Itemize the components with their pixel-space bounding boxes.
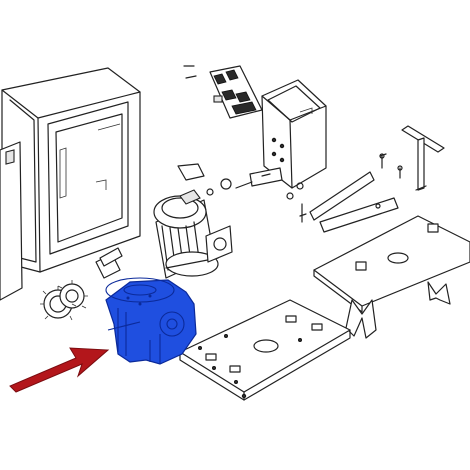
pointer-arrow xyxy=(9,347,110,393)
foundation-plate xyxy=(313,215,470,339)
screws xyxy=(379,153,403,179)
base-plate xyxy=(179,299,351,401)
electric-motor xyxy=(153,163,253,279)
release-key xyxy=(401,125,445,191)
limit-switch-cam xyxy=(95,247,123,279)
control-box xyxy=(261,79,327,190)
housing-cover xyxy=(0,67,141,301)
gear-reducer[interactable] xyxy=(105,277,197,365)
rack-brackets xyxy=(249,167,399,233)
control-board xyxy=(183,65,263,119)
pinion-gear xyxy=(40,280,88,321)
